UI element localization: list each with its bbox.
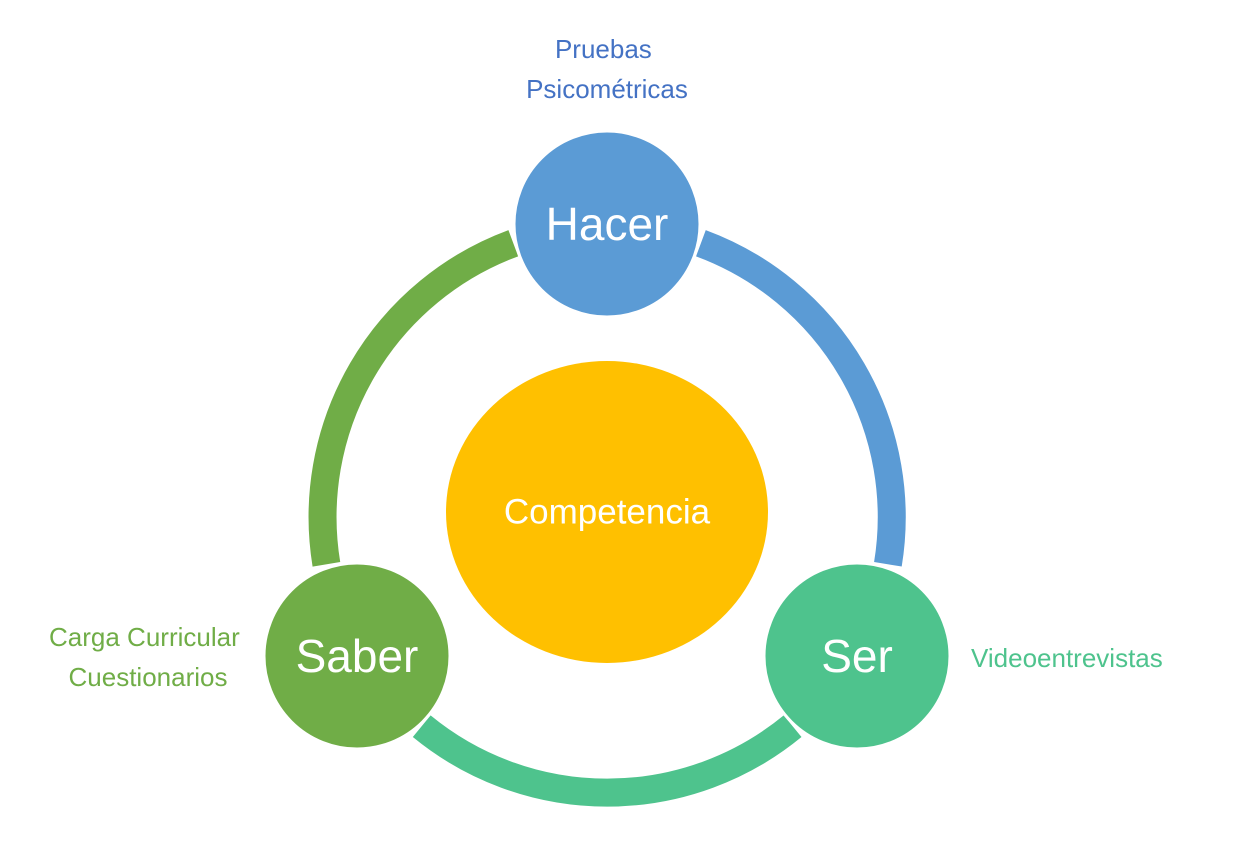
annotation-hacer-line: Psicométricas bbox=[526, 74, 688, 104]
annotation-saber-line: Carga Curricular bbox=[49, 622, 240, 652]
node-hacer-circle bbox=[512, 129, 702, 319]
node-ser-circle bbox=[762, 561, 952, 751]
node-saber-label: Saber bbox=[296, 630, 419, 682]
arc-hacer-to-ser bbox=[696, 230, 906, 567]
annotation-ser-line: Videoentrevistas bbox=[971, 643, 1163, 673]
center-label: Competencia bbox=[504, 493, 711, 532]
node-hacer-label: Hacer bbox=[546, 198, 669, 250]
node-ser-label: Ser bbox=[821, 630, 893, 682]
annotation-hacer: Pruebas Psicométricas bbox=[526, 34, 688, 104]
arc-ser-to-saber bbox=[412, 715, 802, 807]
annotation-saber: Carga Curricular Cuestionarios bbox=[49, 622, 247, 692]
annotation-hacer-line: Pruebas bbox=[555, 34, 652, 64]
center-competencia: Competencia bbox=[446, 361, 768, 663]
node-ser: Ser bbox=[762, 561, 952, 751]
annotation-saber-line: Cuestionarios bbox=[69, 662, 228, 692]
node-saber-circle bbox=[262, 561, 452, 751]
node-hacer: Hacer bbox=[512, 129, 702, 319]
arc-saber-to-hacer bbox=[308, 230, 519, 567]
node-saber: Saber bbox=[262, 561, 452, 751]
center-ellipse bbox=[446, 361, 768, 663]
annotation-ser: Videoentrevistas bbox=[971, 643, 1163, 673]
